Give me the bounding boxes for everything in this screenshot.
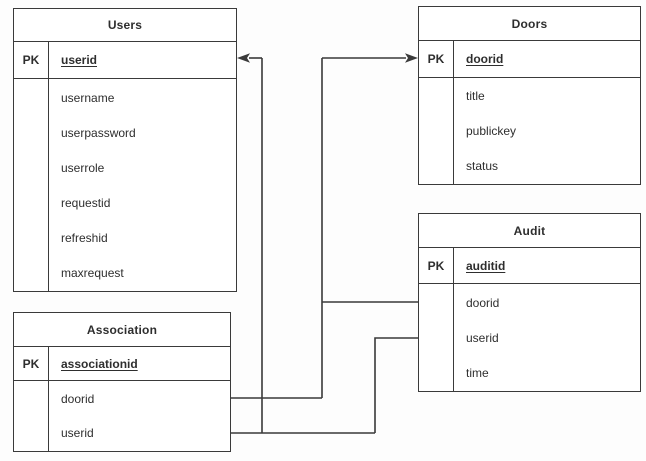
connector-audit-userid [374, 337, 418, 433]
pk-column-spacer [419, 78, 454, 184]
field-row: requestid [61, 195, 111, 210]
field-row: userid [61, 426, 94, 440]
pk-column-spacer [419, 284, 454, 391]
pk-field: doorid [466, 52, 504, 66]
pk-column-spacer [14, 381, 49, 451]
field-row: doorid [466, 295, 500, 310]
pk-row: PK associationid [14, 347, 230, 381]
pk-row: PK auditid [419, 248, 640, 284]
field-row: maxrequest [61, 265, 124, 280]
field-row: refreshid [61, 230, 108, 245]
table-body: title publickey status [419, 78, 640, 184]
pk-column-spacer [14, 79, 49, 291]
pk-row: PK userid [14, 42, 236, 79]
field-row: publickey [466, 124, 517, 138]
field-row: status [466, 158, 499, 173]
table-body: doorid userid [14, 381, 230, 451]
entity-table-audit: Audit PK auditid doorid userid time [418, 213, 641, 392]
pk-row: PK doorid [419, 41, 640, 78]
pk-label: PK [419, 248, 454, 283]
arrowhead-to-doors-doorid [405, 53, 418, 63]
arrowhead-to-users-userid [237, 53, 250, 63]
entity-table-doors: Doors PK doorid title publickey status [418, 6, 641, 185]
table-title: Audit [419, 214, 640, 248]
field-row: userrole [61, 160, 105, 175]
pk-field: associationid [61, 356, 138, 371]
pk-label: PK [14, 42, 49, 78]
pk-label: PK [14, 347, 49, 380]
pk-label: PK [419, 41, 454, 77]
entity-table-users: Users PK userid username userpassword us… [13, 8, 237, 292]
pk-field: userid [61, 53, 98, 67]
field-row: time [466, 365, 489, 380]
table-title: Association [14, 313, 230, 347]
field-row: userpassword [61, 125, 136, 140]
field-row: title [466, 89, 485, 104]
entity-table-association: Association PK associationid doorid user… [13, 312, 231, 452]
table-body: doorid userid time [419, 284, 640, 391]
pk-field: auditid [466, 258, 506, 273]
field-row: userid [466, 330, 499, 345]
field-row: username [61, 90, 115, 105]
table-title: Doors [419, 7, 640, 41]
field-row: doorid [61, 392, 95, 406]
table-body: username userpassword userrole requestid… [14, 79, 236, 291]
table-title: Users [14, 9, 236, 42]
